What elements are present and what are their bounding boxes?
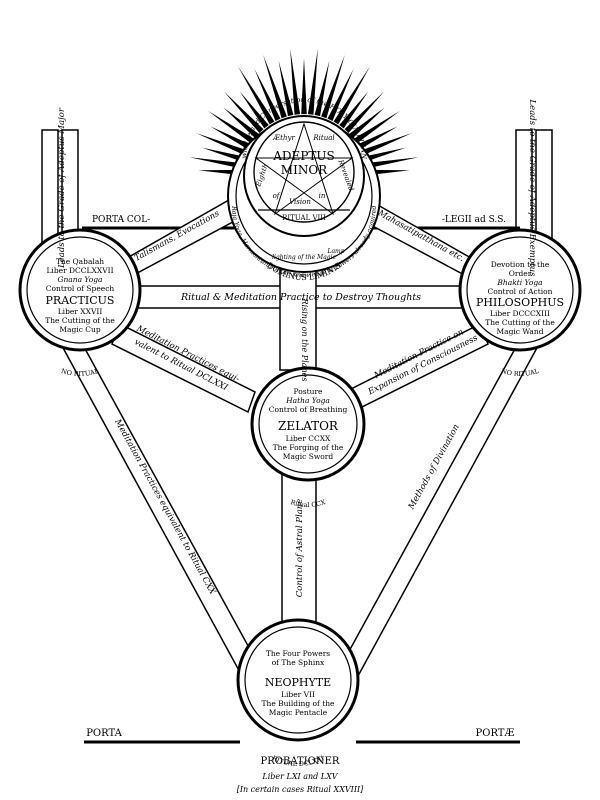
side-paths <box>41 129 553 247</box>
portae-label: PORTÆ <box>476 728 515 739</box>
sun-ray <box>201 147 246 163</box>
star-word-3: in <box>319 192 326 200</box>
star-word-4: Vision <box>289 198 311 206</box>
sun-ray <box>357 126 398 150</box>
neophyte-line: of The Sphinx <box>272 658 325 667</box>
adeptus-title-2: MINOR <box>281 163 328 177</box>
sun-ray <box>321 54 345 119</box>
sun-ray <box>263 54 287 119</box>
practicus-line: The Cutting of the <box>45 316 115 325</box>
star-word-5: of <box>273 192 281 200</box>
sun-ray <box>327 68 354 121</box>
zelator-line: Control of Breathing <box>269 405 348 414</box>
porta-label: PORTA <box>86 728 122 739</box>
destroy-thoughts-label: Ritual & Meditation Practice to Destroy … <box>180 292 421 303</box>
philosophus-line: The Cutting of the <box>485 318 555 327</box>
left-vertical-label: Leads to the Grade of Adeptus Major <box>57 107 67 269</box>
zelator-line: Magic Sword <box>283 452 334 461</box>
zelator-line: Liber CCXX <box>286 434 331 443</box>
philosophus-ritual: NO RITUAL <box>500 367 540 378</box>
star-word-0: Æthyr <box>272 134 295 142</box>
legii-label: -LEGII ad S.S. <box>442 215 506 225</box>
zelator-title: ZELATOR <box>278 419 339 433</box>
philosophus-line: Magic Wand <box>496 327 543 336</box>
sun-ray <box>254 68 281 121</box>
sun-ray <box>360 133 412 156</box>
probationer-liber: Liber LXI and LXV <box>261 772 338 781</box>
sun-ray <box>207 110 255 144</box>
adeptus-minor-circle <box>227 115 381 273</box>
practicus-title: PRACTICUS <box>46 294 115 307</box>
connecting-paths <box>61 194 539 678</box>
sun-ray <box>239 91 269 129</box>
sun-ray <box>238 66 275 125</box>
adeptus-title: ADEPTUS <box>272 149 334 163</box>
expansion-label-2: Expansion of Consciousness <box>366 333 480 398</box>
sun-ray <box>223 107 259 139</box>
sun-ray <box>364 157 419 169</box>
practicus-line: Magic Cup <box>59 325 101 334</box>
practicus-ritual: NO RITUAL <box>60 367 100 378</box>
grade-circles <box>18 228 582 742</box>
zelator-ritual: Ritual CCX <box>290 498 327 509</box>
sun-ray <box>210 126 251 150</box>
sun-ray <box>349 107 385 139</box>
lamp-text-1: Lamp <box>326 248 344 255</box>
sun-ray <box>290 48 301 115</box>
philosophus-line: Liber DCCCXIII <box>490 309 550 318</box>
zelator-line: The Forging of the <box>273 443 344 452</box>
practicus-line: The Qabalah <box>56 257 104 266</box>
adeptus-ritual: RITUAL VIII <box>282 214 326 222</box>
philosophus-line: Control of Action <box>487 287 552 296</box>
practicus-line: Liber DCCLXXVII <box>46 266 113 275</box>
sun-ray <box>307 48 318 115</box>
sun-ray <box>353 110 401 144</box>
sun-ray <box>362 147 407 163</box>
neophyte-title: NEOPHYTE <box>265 676 331 689</box>
probationer-cases: [In certain cases Ritual XXVIII] <box>237 785 364 794</box>
sun-ray <box>339 91 369 129</box>
practicus-line: Gnana Yoga <box>57 275 102 284</box>
sun-ray <box>224 91 264 133</box>
sun-ray <box>278 60 294 117</box>
porta-col-label: PORTA COL- <box>92 215 150 225</box>
sun-ray <box>314 60 330 117</box>
sun-ray <box>333 66 370 125</box>
med-cxx-label: Meditation Practices equivalent to Ritua… <box>112 417 218 597</box>
zelator-line: Hatha Yoga <box>285 396 330 405</box>
practicus-line: Liber XXVII <box>58 307 103 316</box>
neophyte-line: The Building of the <box>262 699 336 708</box>
sun-ray <box>301 58 307 115</box>
astral-plane-label: Control of Astral Plane <box>295 499 305 598</box>
practicus-line: Control of Speech <box>46 284 115 293</box>
philosophus-line: Devotion to the <box>491 260 550 269</box>
rising-planes-label: Rising on the Planes <box>300 298 309 382</box>
probationer-label: PROBATIONER <box>261 756 340 767</box>
sun-ray <box>344 91 384 133</box>
neophyte-line: The Four Powers <box>266 649 330 658</box>
sunburst-rays <box>189 48 419 176</box>
philosophus-line: Bhakti Yoga <box>496 278 542 287</box>
right-vertical-label: Leads to the Grade of Adeptus Exemptus <box>527 99 537 278</box>
sun-ray <box>189 157 244 169</box>
zelator-line: Posture <box>294 387 324 396</box>
star-word-1: Ritual <box>312 134 334 142</box>
sun-ray <box>196 133 248 156</box>
neophyte-line: Magic Pentacle <box>269 708 328 717</box>
philosophus-title: PHILOSOPHUS <box>476 296 564 309</box>
neophyte-line: Liber VII <box>281 690 315 699</box>
philosophus-line: Order <box>509 269 532 278</box>
lamp-text-2: lighting of the Magic <box>272 254 336 261</box>
